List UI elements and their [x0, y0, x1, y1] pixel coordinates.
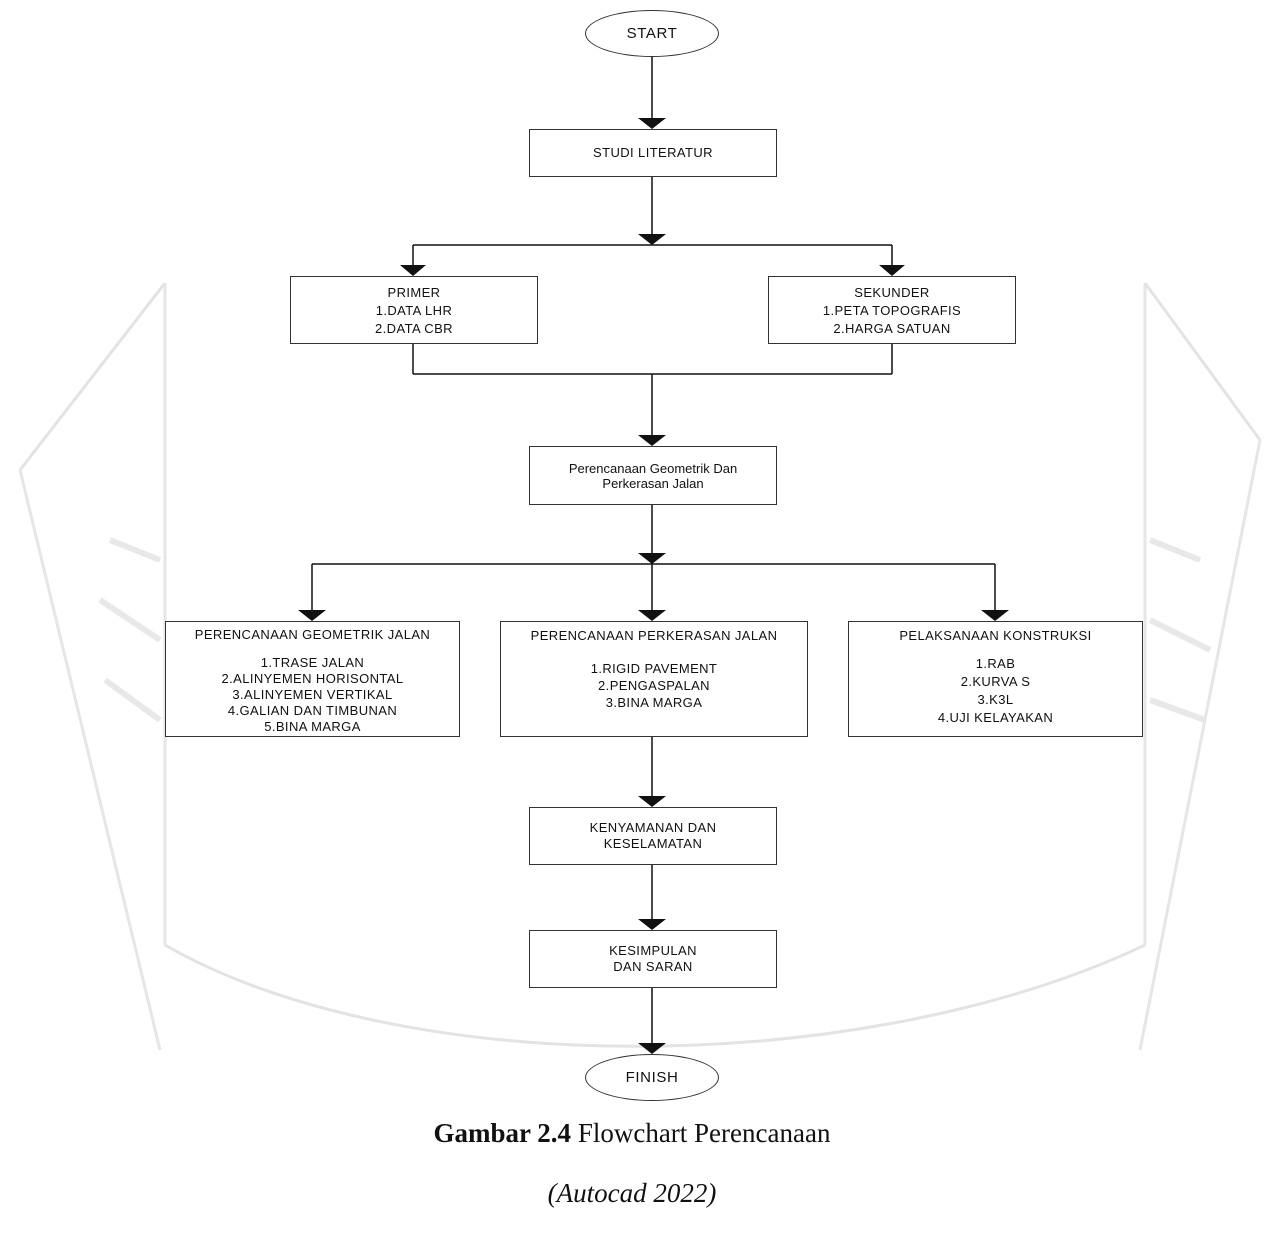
sekunder-box: SEKUNDER 1.PETA TOPOGRAFIS 2.HARGA SATUA…: [768, 276, 1016, 344]
watermark-frame-top: [18, 282, 1262, 471]
arrow-perkerasan: [638, 610, 666, 621]
geometrik-item: 1.TRASE JALAN: [260, 655, 365, 670]
arrow-primer: [400, 265, 426, 276]
konstruksi-box: PELAKSANAAN KONSTRUKSI 1.RAB 2.KURVA S 3…: [848, 621, 1143, 737]
sekunder-item: 2.HARGA SATUAN: [833, 321, 951, 336]
konstruksi-item: 1.RAB: [975, 656, 1016, 671]
arrow-split1: [638, 234, 666, 245]
kenyamanan-line: KESELAMATAN: [603, 836, 703, 851]
start-label: START: [626, 25, 678, 42]
sekunder-item: 1.PETA TOPOGRAFIS: [822, 303, 962, 318]
geometrik-item: 2.ALINYEMEN HORISONTAL: [221, 671, 404, 686]
arrow-perencanaan: [638, 435, 666, 446]
arrow-kenyamanan: [638, 796, 666, 807]
geometrik-item: 4.GALIAN DAN TIMBUNAN: [227, 703, 398, 718]
arrow-kesimpulan: [638, 919, 666, 930]
perkerasan-item: 2.PENGASPALAN: [598, 678, 710, 693]
watermark-frame-bottom: [164, 943, 1146, 1048]
finish-label: FINISH: [625, 1069, 679, 1086]
geometrik-box: PERENCANAAN GEOMETRIK JALAN 1.TRASE JALA…: [165, 621, 460, 737]
figure-caption: Gambar 2.4 Flowchart Perencanaan: [0, 1118, 1264, 1149]
arrow-studi: [638, 118, 666, 129]
finish-terminal: FINISH: [585, 1054, 719, 1101]
kesimpulan-line: KESIMPULAN: [609, 943, 697, 958]
primer-item: 2.DATA CBR: [375, 321, 453, 336]
arrow-konstruksi: [981, 610, 1009, 621]
watermark-letters-left: [98, 537, 162, 723]
perkerasan-title: PERENCANAAN PERKERASAN JALAN: [530, 628, 778, 643]
caption-text: Flowchart Perencanaan: [571, 1118, 831, 1148]
kesimpulan-line: DAN SARAN: [613, 959, 693, 974]
arrow-split2: [638, 553, 666, 564]
start-terminal: START: [585, 10, 719, 57]
primer-box: PRIMER 1.DATA LHR 2.DATA CBR: [290, 276, 538, 344]
watermark-frame-outer: [18, 439, 1262, 1051]
perkerasan-box: PERENCANAAN PERKERASAN JALAN 1.RIGID PAV…: [500, 621, 808, 737]
figure-source: (Autocad 2022): [547, 1178, 717, 1208]
kenyamanan-box: KENYAMANAN DAN KESELAMATAN: [529, 807, 777, 865]
perencanaan-line: Perkerasan Jalan: [602, 475, 704, 491]
primer-item: 1.DATA LHR: [375, 303, 453, 318]
studi-literatur-box: STUDI LITERATUR: [529, 129, 777, 177]
caption-number: Gambar 2.4: [433, 1118, 572, 1148]
perkerasan-item: 1.RIGID PAVEMENT: [590, 661, 718, 676]
watermark-frame-sides: [163, 283, 1147, 945]
perencanaan-line: Perencanaan Geometrik Dan: [568, 460, 738, 476]
watermark-letters-right: [1148, 537, 1212, 723]
konstruksi-item: 3.K3L: [977, 692, 1014, 707]
arrow-finish: [638, 1043, 666, 1054]
geometrik-item: 5.BINA MARGA: [264, 719, 361, 734]
studi-literatur-label: STUDI LITERATUR: [593, 145, 713, 160]
perkerasan-item: 3.BINA MARGA: [605, 695, 703, 710]
primer-title: PRIMER: [387, 285, 441, 300]
konstruksi-title: PELAKSANAAN KONSTRUKSI: [899, 628, 1092, 643]
perencanaan-box: Perencanaan Geometrik Dan Perkerasan Jal…: [529, 446, 777, 505]
sekunder-title: SEKUNDER: [854, 285, 930, 300]
arrow-geometrik: [298, 610, 326, 621]
konstruksi-item: 4.UJI KELAYAKAN: [937, 710, 1054, 725]
arrow-sekunder: [879, 265, 905, 276]
geometrik-item: 3.ALINYEMEN VERTIKAL: [232, 687, 393, 702]
konstruksi-item: 2.KURVA S: [960, 674, 1031, 689]
geometrik-title: PERENCANAAN GEOMETRIK JALAN: [194, 627, 431, 642]
kesimpulan-box: KESIMPULAN DAN SARAN: [529, 930, 777, 988]
kenyamanan-line: KENYAMANAN DAN: [589, 820, 717, 835]
